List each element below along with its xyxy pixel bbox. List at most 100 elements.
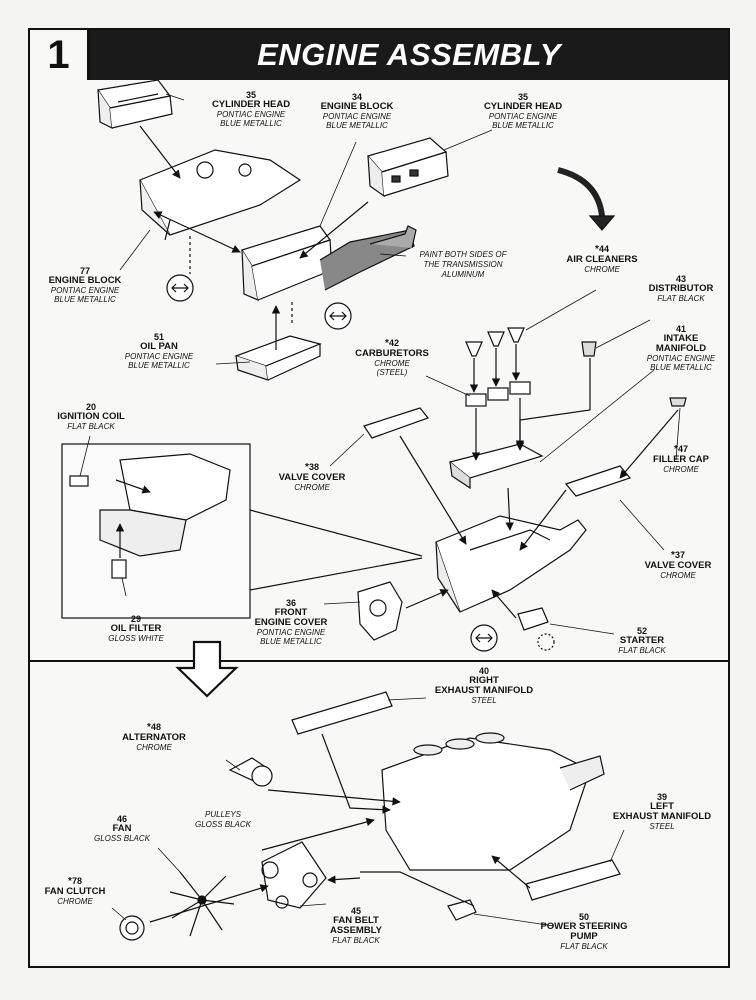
part-name: INTAKE (663, 333, 699, 344)
valve-cover-right-drawing (564, 465, 632, 497)
part-name: ALTERNATOR (122, 732, 186, 743)
callout-intake-manifold: 41 INTAKE MANIFOLD PONTIAC ENGINE BLUE M… (636, 324, 726, 372)
part-name: FILLER CAP (653, 454, 709, 465)
star-mark: * (68, 876, 72, 887)
orientation-symbol-1 (166, 274, 194, 302)
part-number: *42 (342, 338, 442, 349)
part-number-value: 38 (308, 462, 319, 472)
part-number: 36 (285, 598, 296, 608)
part-name: ASSEMBLY (330, 925, 382, 936)
note-line: ALUMINUM (441, 270, 485, 279)
note-line: PULLEYS (204, 810, 242, 819)
part-number: 43 (675, 274, 686, 284)
part-number-value: 42 (388, 338, 399, 348)
note-transmission: PAINT BOTH SIDES OF THE TRANSMISSION ALU… (408, 250, 518, 280)
part-finish: BLUE METALLIC (260, 637, 322, 646)
callout-distributor: 43 DISTRIBUTOR FLAT BLACK (636, 274, 726, 303)
next-section-arrow (175, 640, 239, 698)
part-number: 46 (116, 814, 127, 824)
curved-arrow (557, 167, 605, 217)
star-mark: * (671, 550, 675, 561)
intake-manifold-drawing (448, 443, 544, 490)
part-number: *37 (630, 550, 726, 561)
part-name: ENGINE BLOCK (48, 275, 122, 286)
part-name: EXHAUST MANIFOLD (612, 811, 712, 822)
callout-fan: 46 FAN GLOSS BLACK (82, 814, 162, 843)
part-name: POWER STEERING (540, 921, 628, 932)
part-finish: PONTIAC ENGINE (488, 112, 558, 121)
part-name: FRONT (274, 607, 308, 618)
callout-fan-belt-assembly: 45 FAN BELT ASSEMBLY FLAT BLACK (306, 906, 406, 945)
callout-engine-block-77: 77 ENGINE BLOCK PONTIAC ENGINE BLUE META… (30, 266, 140, 304)
part-number: 51 (153, 332, 164, 342)
fan-drawing (169, 871, 235, 937)
oil-pan-drawing (234, 335, 322, 381)
carburetors-drawing (465, 381, 531, 407)
callout-alternator: *48 ALTERNATOR CHROME (104, 722, 204, 752)
callout-engine-block-34: 34 ENGINE BLOCK PONTIAC ENGINE BLUE META… (302, 92, 412, 130)
part-finish: PONTIAC ENGINE (124, 352, 194, 361)
callout-starter: 52 STARTER FLAT BLACK (600, 626, 684, 655)
part-finish: PONTIAC ENGINE (322, 112, 392, 121)
part-finish: BLUE METALLIC (650, 363, 712, 372)
step-header: 1 ENGINE ASSEMBLY (30, 30, 728, 80)
inset-engine-drawing (69, 453, 231, 579)
part-name: FAN (112, 823, 132, 834)
starter-drawing (517, 607, 555, 651)
part-number: 40 (478, 666, 489, 676)
callout-power-steering-pump: 50 POWER STEERING PUMP FLAT BLACK (524, 912, 644, 951)
part-finish: CHROME (136, 743, 172, 752)
callout-oil-filter: 29 OIL FILTER GLOSS WHITE (86, 614, 186, 643)
orientation-symbol-3 (470, 624, 498, 652)
part-name: DISTRIBUTOR (648, 283, 714, 294)
engine-block-left-drawing (139, 149, 302, 241)
part-name: OIL PAN (140, 341, 178, 352)
part-finish: CHROME (663, 465, 699, 474)
part-number-value: 37 (674, 550, 685, 560)
callout-front-engine-cover: 36 FRONT ENGINE COVER PONTIAC ENGINE BLU… (236, 598, 346, 646)
part-number: 77 (79, 266, 90, 276)
distributor-drawing (581, 341, 597, 357)
cylinder-head-left-drawing (96, 79, 173, 130)
part-name: PUMP (570, 931, 598, 942)
part-number: *78 (30, 876, 120, 887)
part-name: IGNITION COIL (57, 411, 125, 422)
left-exhaust-manifold-drawing (525, 859, 621, 901)
part-name: MANIFOLD (655, 343, 707, 354)
air-cleaners-drawing (465, 327, 525, 357)
part-finish: PONTIAC ENGINE (216, 110, 286, 119)
cylinder-head-right-drawing (366, 137, 449, 198)
part-finish: CHROME (584, 265, 620, 274)
part-finish: PONTIAC ENGINE (256, 628, 326, 637)
star-mark: * (147, 722, 151, 733)
callout-cylinder-head-left: 35 CYLINDER HEAD PONTIAC ENGINE BLUE MET… (196, 90, 306, 128)
right-exhaust-manifold-drawing (291, 691, 393, 735)
power-steering-pump-drawing (447, 899, 477, 921)
star-mark: * (305, 462, 309, 473)
part-number: 35 (517, 92, 528, 102)
final-engine-drawing (381, 732, 605, 871)
callout-fan-clutch: *78 FAN CLUTCH CHROME (30, 876, 120, 906)
part-finish: PONTIAC ENGINE (50, 286, 120, 295)
part-finish: BLUE METALLIC (128, 361, 190, 370)
part-number: 29 (130, 614, 141, 624)
star-mark: * (674, 444, 678, 455)
part-finish: STEEL (649, 822, 675, 831)
instruction-sheet: 1 ENGINE ASSEMBLY (28, 28, 730, 968)
fan-belt-assembly-drawing (261, 841, 327, 909)
callout-left-exhaust-manifold: 39 LEFT EXHAUST MANIFOLD STEEL (598, 792, 726, 831)
leader-lines (79, 93, 681, 927)
callout-valve-cover-37: *37 VALVE COVER CHROME (630, 550, 726, 580)
part-finish: STEEL (471, 696, 497, 705)
part-name: AIR CLEANERS (566, 254, 638, 265)
part-name: VALVE COVER (278, 472, 346, 483)
callout-valve-cover-38: *38 VALVE COVER CHROME (262, 462, 362, 492)
part-number-value: 44 (598, 244, 609, 254)
callout-cylinder-head-right: 35 CYLINDER HEAD PONTIAC ENGINE BLUE MET… (468, 92, 578, 130)
front-engine-cover-drawing (357, 581, 403, 641)
part-finish: CHROME (374, 359, 410, 368)
part-name: CYLINDER HEAD (483, 101, 563, 112)
step-number: 1 (30, 30, 90, 80)
note-line: GLOSS BLACK (194, 820, 252, 829)
part-finish: BLUE METALLIC (220, 119, 282, 128)
